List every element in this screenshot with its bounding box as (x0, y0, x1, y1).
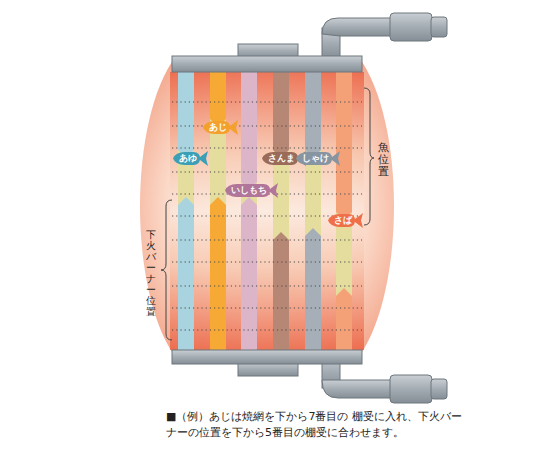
shelf-line (172, 172, 362, 173)
fish-body (296, 152, 332, 165)
shelf-lines (172, 102, 362, 330)
fish-name: あじ (209, 122, 227, 133)
fish-tail (268, 183, 278, 198)
fish-name: しゃけ (302, 153, 329, 164)
fish-body (173, 152, 200, 165)
fish-name: いしもち (231, 185, 267, 196)
burner-position-arrow (241, 197, 257, 350)
shelf-line (172, 286, 362, 287)
fish-body (203, 121, 230, 134)
shelf-line (172, 148, 362, 149)
fish-tag: あじ (203, 121, 237, 134)
fish-tag: さば (328, 214, 362, 227)
burner-position-arrow (178, 197, 194, 350)
fish-tail (198, 151, 208, 166)
gas-pipe (322, 18, 392, 36)
range-bracket (161, 200, 172, 340)
pipe-connector (390, 13, 432, 41)
fish-name: さば (334, 215, 352, 226)
fish-tail (330, 151, 340, 166)
shelf-line (172, 240, 362, 241)
shelf-line (172, 330, 362, 331)
fish-body (262, 152, 298, 165)
fish-body (225, 184, 270, 197)
range-label: 魚位置 (378, 142, 389, 178)
fish-tail (353, 213, 363, 228)
fish-tag: しゃけ (296, 152, 339, 165)
burner-position-arrow (305, 228, 321, 350)
pipe-connector (431, 379, 447, 399)
fish-position-arrow (210, 72, 226, 127)
burner-position-arrow (210, 197, 226, 350)
fish-tag: いしもち (225, 184, 277, 197)
range-bracket (364, 88, 374, 225)
pipe-connector (431, 17, 447, 37)
burner-position-arrow (336, 288, 352, 350)
pipe-connector (390, 375, 432, 403)
shelf-line (172, 262, 362, 263)
fish-body (328, 214, 355, 227)
fish-tail (228, 120, 238, 135)
shelf-line (172, 102, 362, 103)
burner-bar (172, 56, 362, 72)
heat-zone (170, 72, 364, 350)
fish-position-arrow (178, 72, 194, 158)
fish-position-arrow (336, 72, 352, 220)
caption-note: ■（例）あじは焼網を下から7番目の 棚受に入れ、下火バーナーの位置を下から5番目… (166, 409, 466, 441)
fish-position-arrow (273, 72, 289, 158)
range-label: 下火バーナー位置 (146, 229, 156, 317)
heat-glow (140, 56, 394, 358)
shelf-line (172, 308, 362, 309)
upper-burner (172, 13, 447, 72)
burner-position-arrow (273, 232, 289, 350)
shelf-line (172, 126, 362, 127)
lower-burner (172, 350, 447, 403)
fish-name: さんま (268, 153, 295, 164)
fish-position-arrow (305, 72, 321, 158)
gas-pipe (322, 380, 392, 398)
fish-name: あゆ (179, 153, 197, 164)
fish-tag: あゆ (173, 152, 207, 165)
burner-bar (172, 350, 362, 364)
